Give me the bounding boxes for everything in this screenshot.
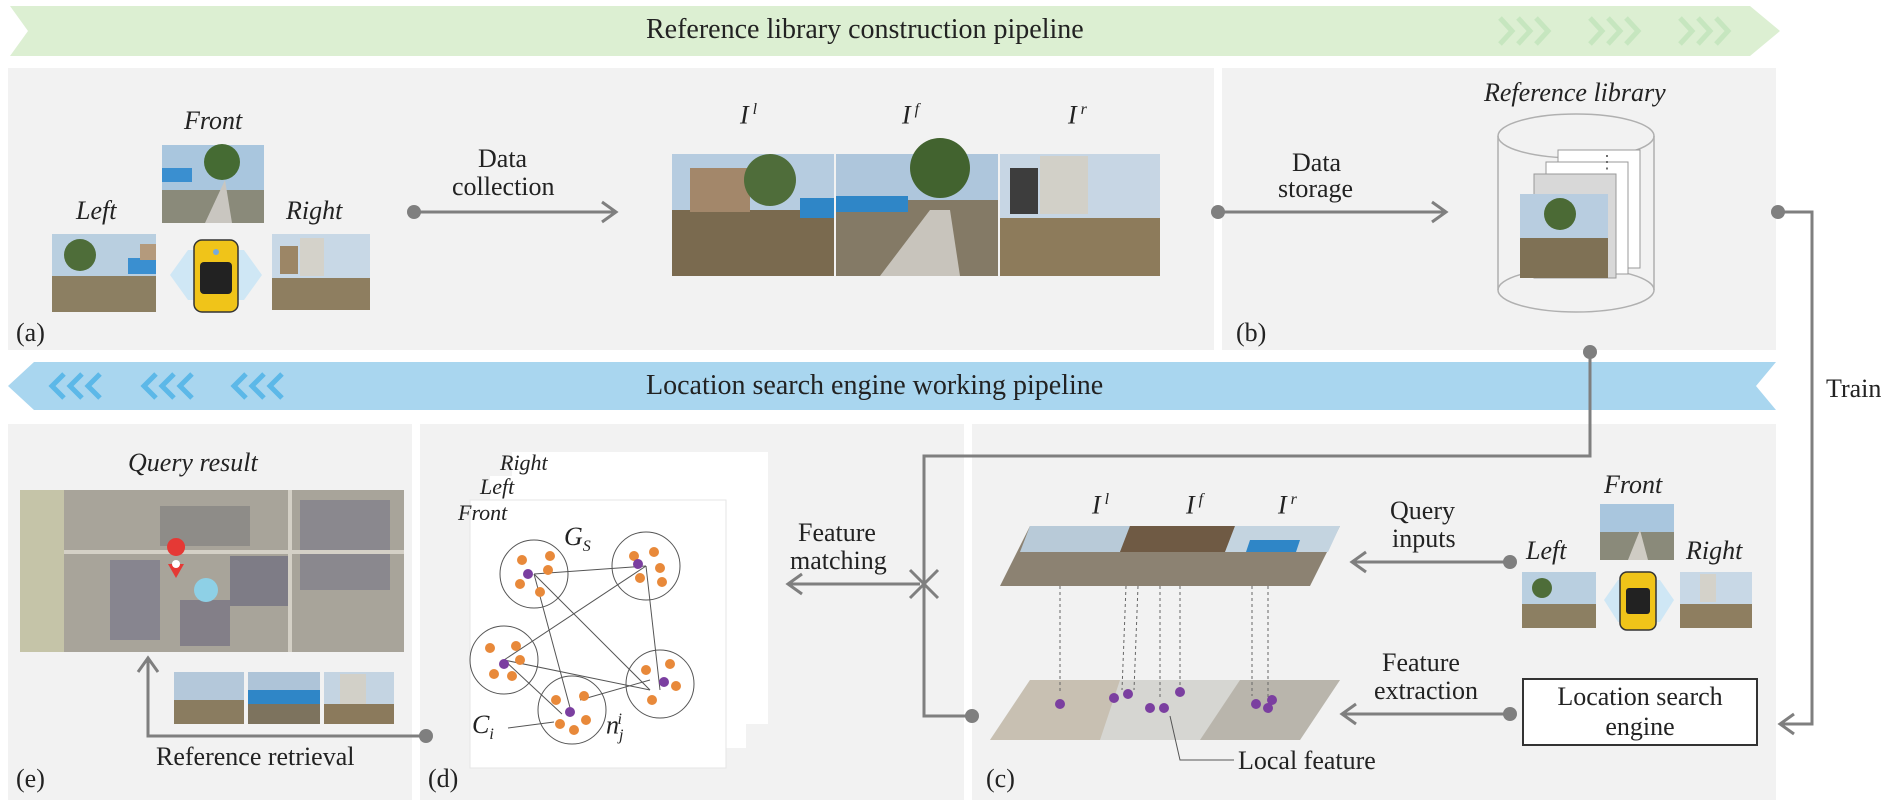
engine-label-1: Location search [1557, 682, 1723, 711]
location-search-engine-box: Location search engine [1522, 678, 1758, 746]
satellite-map [20, 490, 404, 652]
reference-retrieval-arrow [136, 655, 426, 738]
chevron-decoration-icon [48, 372, 284, 400]
query-inputs-label-2: inputs [1392, 524, 1456, 553]
query-left-photo [1522, 572, 1596, 628]
query-image-plane [1000, 526, 1340, 586]
library-to-matching-connector [908, 352, 1592, 718]
left-photo [52, 234, 156, 312]
local-feature-label: Local feature [1238, 746, 1376, 775]
arrow-start-dot [407, 205, 421, 219]
retrieved-images [174, 672, 394, 724]
query-inputs-arrow [1349, 550, 1510, 574]
query-left-label: Left [1526, 536, 1567, 565]
engine-label-2: engine [1605, 712, 1675, 741]
stack-page-front [469, 499, 727, 769]
front-photo [162, 144, 264, 223]
panel-a-tag: (a) [16, 318, 45, 347]
train-label: Train [1826, 374, 1882, 403]
chevron-decoration-icon [1498, 16, 1732, 46]
image-strip [672, 138, 1160, 276]
stack-front-label: Front [458, 500, 508, 525]
left-label: Left [76, 196, 117, 225]
feature-matching-label-1: Feature [798, 518, 876, 547]
right-label: Right [286, 196, 343, 225]
query-vehicle-icon [1604, 571, 1674, 631]
top-banner-title: Reference library construction pipeline [646, 14, 1084, 45]
data-storage-label-2: storage [1278, 174, 1354, 203]
middle-banner-title: Location search engine working pipeline [646, 370, 1104, 401]
location-pin-icon [167, 538, 186, 578]
svg-text:⋮: ⋮ [1598, 152, 1616, 172]
data-collection-label-2: collection [452, 172, 555, 201]
local-feature-points [1055, 687, 1277, 713]
feature-extraction-arrow [1339, 702, 1510, 726]
panel-d-tag: (d) [428, 764, 459, 793]
panel-e-tag: (e) [16, 764, 45, 793]
query-front-label: Front [1604, 470, 1663, 499]
orange-nodes [485, 547, 681, 735]
stack-left-label: Left [480, 474, 515, 499]
query-right-label: Right [1686, 536, 1743, 565]
graph-label: GS [564, 522, 591, 556]
feature-plane [990, 680, 1340, 740]
top-banner [10, 6, 1780, 56]
panel-c-tag: (c) [986, 764, 1015, 793]
feature-extraction-label-2: extraction [1374, 676, 1478, 705]
data-collection-arrow [414, 200, 619, 224]
data-storage-label-1: Data [1292, 148, 1342, 177]
feature-matching-label-2: matching [790, 546, 887, 575]
query-result-title: Query result [128, 448, 258, 477]
purple-nodes [499, 559, 669, 717]
data-storage-arrow [1218, 200, 1449, 224]
cluster-circles [469, 531, 695, 745]
query-front-photo [1600, 504, 1674, 560]
query-right-photo [1680, 572, 1752, 628]
feature-matching-arrow [785, 572, 920, 596]
right-photo [272, 234, 370, 310]
feature-extraction-label-1: Feature [1382, 648, 1460, 677]
front-label: Front [184, 106, 243, 135]
data-collection-label-1: Data [478, 144, 528, 173]
panel-b [1222, 68, 1776, 350]
query-inputs-label-1: Query [1390, 496, 1455, 525]
feature-projection-lines [1059, 585, 1269, 700]
reference-library-title: Reference library [1484, 78, 1666, 107]
vehicle-icon [170, 239, 262, 313]
cluster-label: Ci [472, 710, 494, 744]
node-label: nji [606, 710, 624, 744]
panel-b-tag: (b) [1236, 318, 1267, 347]
stack-right-label: Right [500, 450, 548, 475]
reference-retrieval-label: Reference retrieval [156, 742, 355, 771]
middle-banner [8, 362, 1776, 410]
